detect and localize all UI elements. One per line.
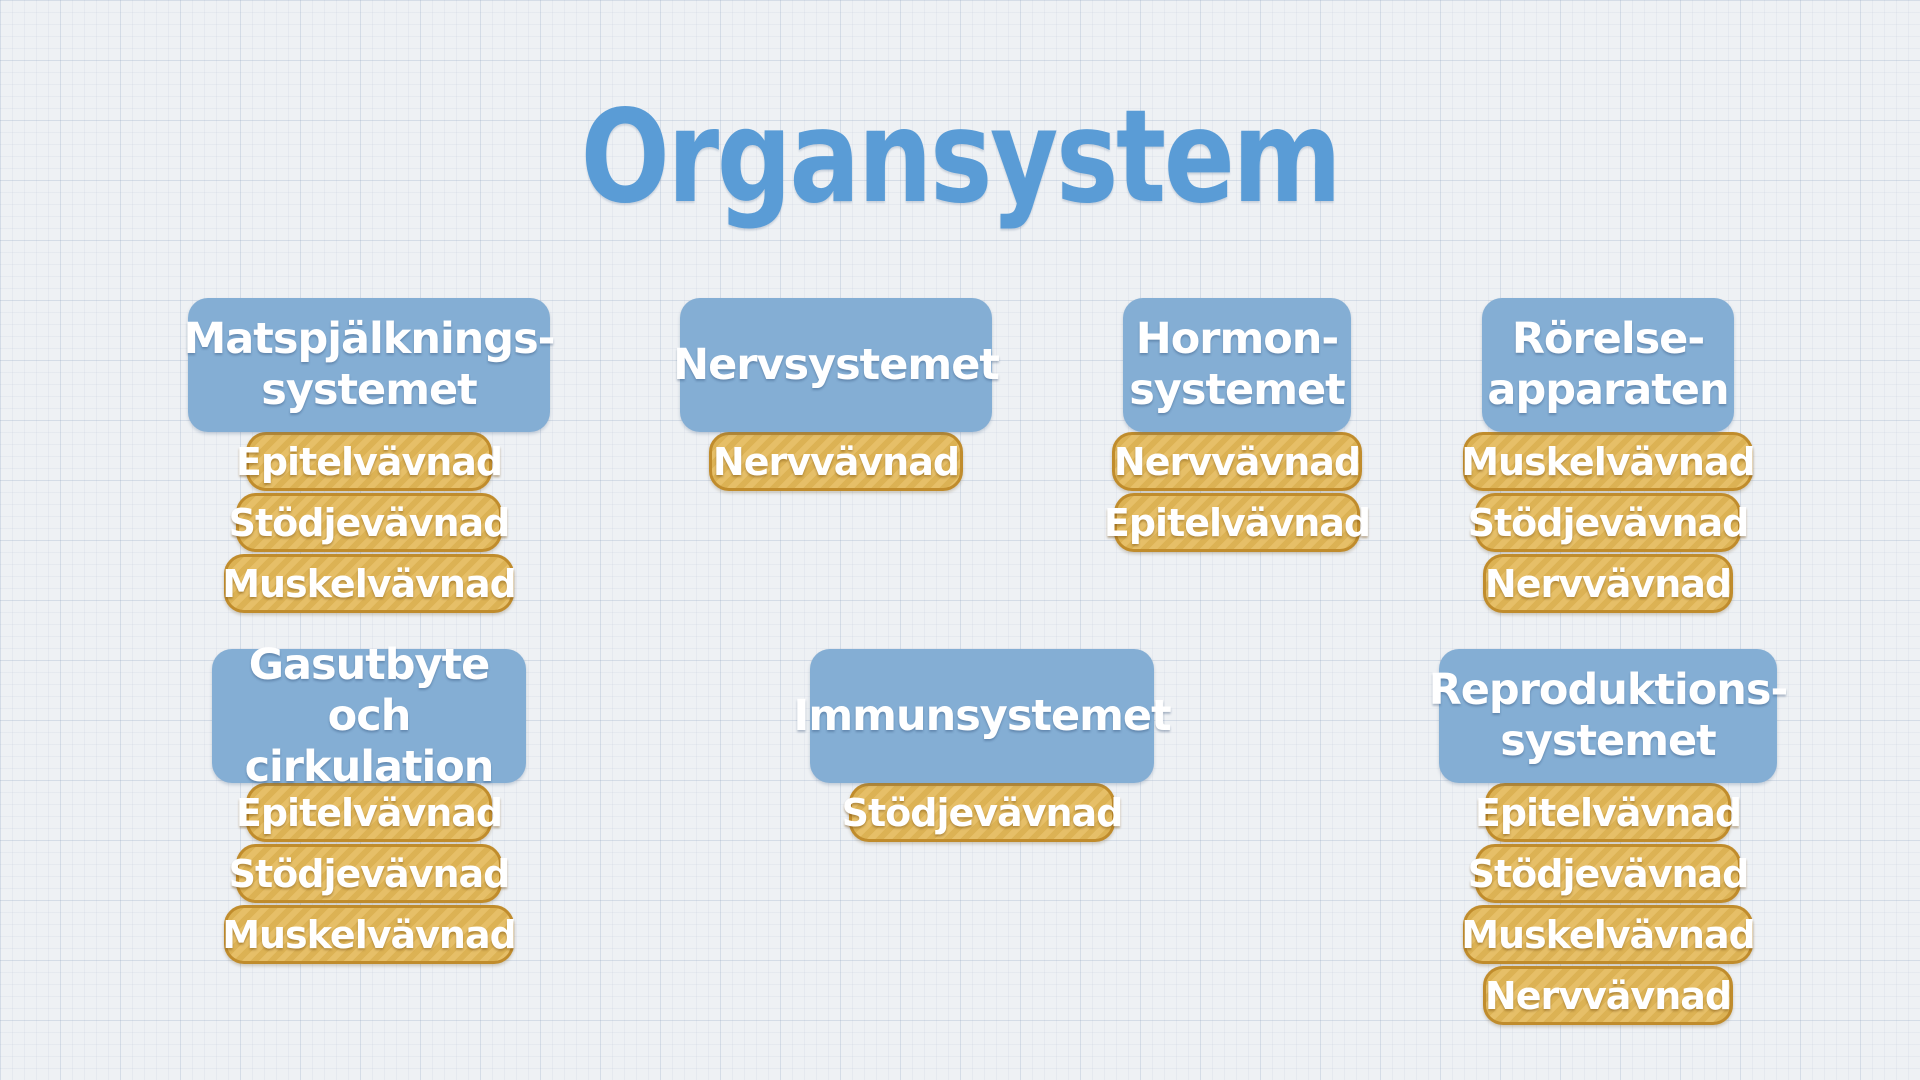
tissue-badge: Nervvävnad (1112, 432, 1362, 491)
organ-system-nervous: Nervsystemet Nervvävnad (673, 298, 1000, 491)
organ-system-digestive: Matspjälknings- systemet Epitelvävnad St… (184, 298, 556, 613)
system-label: Immunsystemet (793, 649, 1172, 783)
tissue-list: Nervvävnad (709, 430, 963, 491)
tissue-badge: Stödjevävnad (1468, 844, 1749, 903)
system-label: Rörelse- apparaten (1482, 298, 1734, 432)
organ-system-locomotor: Rörelse- apparaten Muskelvävnad Stödjevä… (1461, 298, 1756, 613)
system-label: Gasutbyte och cirkulation (212, 640, 526, 792)
tissue-badge: Stödjevävnad (229, 493, 510, 552)
tissue-badge: Stödjevävnad (842, 783, 1123, 842)
organ-system-circulation: Gasutbyte och cirkulation Epitelvävnad S… (212, 640, 526, 964)
system-label: Nervsystemet (673, 298, 1000, 432)
organ-system-hormone: Hormon- systemet Nervvävnad Epitelvävnad (1104, 298, 1371, 552)
tissue-list: Epitelvävnad Stödjevävnad Muskelvävnad N… (1461, 781, 1756, 1025)
tissue-list: Epitelvävnad Stödjevävnad Muskelvävnad (222, 430, 517, 613)
organ-system-reproductive: Reproduktions- systemet Epitelvävnad Stö… (1429, 649, 1788, 1025)
tissue-list: Epitelvävnad Stödjevävnad Muskelvävnad (222, 781, 517, 964)
tissue-badge: Nervvävnad (1483, 966, 1733, 1025)
tissue-badge: Muskelvävnad (1461, 905, 1756, 964)
organ-system-immune: Immunsystemet Stödjevävnad (793, 649, 1172, 842)
tissue-badge: Nervvävnad (1483, 554, 1733, 613)
tissue-badge: Muskelvävnad (222, 554, 517, 613)
tissue-badge: Epitelvävnad (236, 432, 503, 491)
system-label: Reproduktions- systemet (1429, 649, 1788, 783)
tissue-badge: Epitelvävnad (236, 783, 503, 842)
tissue-badge: Nervvävnad (709, 432, 963, 491)
system-label: Hormon- systemet (1123, 298, 1351, 432)
tissue-list: Nervvävnad Epitelvävnad (1104, 430, 1371, 552)
tissue-badge: Muskelvävnad (1461, 432, 1756, 491)
tissue-badge: Muskelvävnad (222, 905, 517, 964)
page-title: Organsystem (580, 83, 1342, 232)
system-label: Matspjälknings- systemet (184, 298, 556, 432)
tissue-list: Stödjevävnad (842, 781, 1123, 842)
tissue-list: Muskelvävnad Stödjevävnad Nervvävnad (1461, 430, 1756, 613)
tissue-badge: Epitelvävnad (1475, 783, 1742, 842)
tissue-badge: Stödjevävnad (1468, 493, 1749, 552)
tissue-badge: Stödjevävnad (229, 844, 510, 903)
tissue-badge: Epitelvävnad (1104, 493, 1371, 552)
